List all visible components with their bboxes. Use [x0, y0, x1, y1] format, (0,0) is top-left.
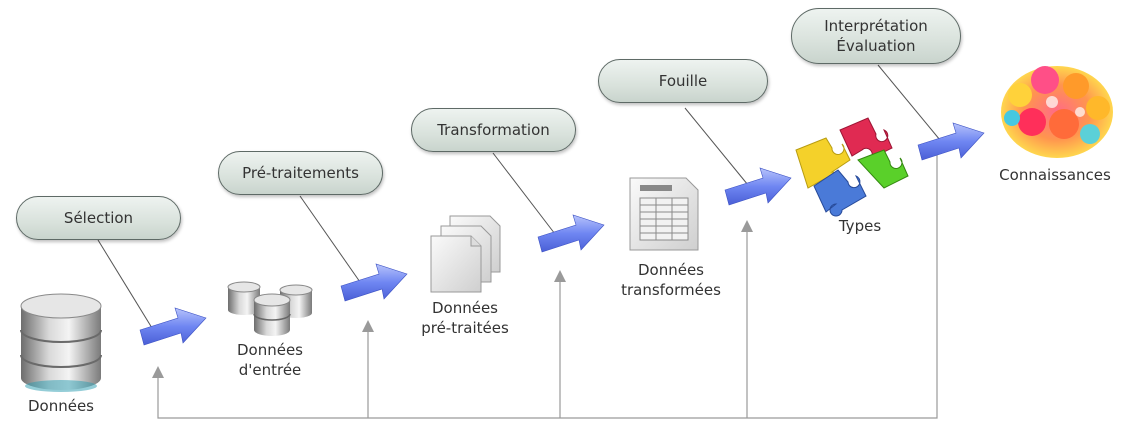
blue-flow-arrow-icon: [139, 307, 207, 346]
label-donnees-pretraitees: Données pré-traitées: [421, 299, 509, 337]
label-connaissances: Connaissances: [999, 166, 1111, 184]
step-transformation-label: Transformation: [437, 121, 550, 139]
step-pretraitements-label: Pré-traitements: [242, 164, 359, 182]
step-evaluation-label: Évaluation: [836, 37, 916, 55]
document-stack-icon: [430, 215, 501, 293]
table-document-icon: [629, 177, 699, 251]
label-donnees-transformees: Données transformées: [621, 261, 721, 299]
blue-flow-arrow-icon: [724, 167, 792, 206]
step-interpretation-evaluation: Interprétation Évaluation: [791, 8, 961, 64]
multiple-databases-icon: [227, 281, 313, 336]
step-transformation: Transformation: [411, 108, 576, 152]
callout-lines: [97, 64, 941, 329]
step-fouille-label: Fouille: [658, 72, 708, 90]
step-selection-label: Sélection: [63, 209, 134, 227]
brain-gears-icon: [1001, 66, 1113, 158]
step-selection: Sélection: [16, 196, 181, 240]
step-fouille: Fouille: [598, 59, 768, 103]
label-donnees: Données: [27, 397, 94, 415]
blue-flow-arrow-icon: [340, 263, 408, 302]
database-icon: [20, 293, 102, 392]
blue-flow-arrow-icon: [537, 214, 605, 253]
puzzle-pieces-icon: [795, 117, 909, 217]
label-types: Types: [838, 217, 882, 235]
step-interpretation-label: Interprétation: [824, 17, 928, 35]
label-donnees-entree: Données d'entrée: [236, 341, 303, 379]
blue-flow-arrow-icon: [917, 122, 985, 161]
feedback-loop: [152, 150, 938, 419]
step-pretraitements: Pré-traitements: [218, 151, 383, 195]
